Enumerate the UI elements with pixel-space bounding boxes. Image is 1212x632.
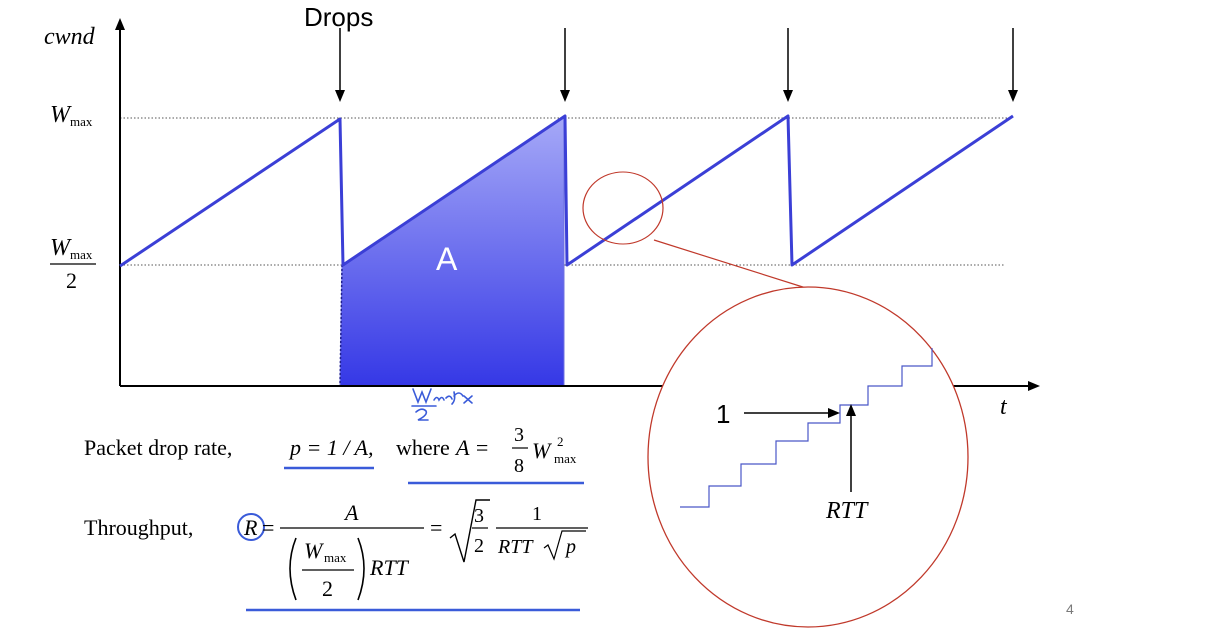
throughput-w-sub: max (324, 550, 347, 565)
throughput-two: 2 (322, 576, 333, 601)
throughput-lead: Throughput, (84, 515, 193, 540)
drops-label: Drops (304, 2, 373, 32)
drop-rate-where: where (396, 435, 450, 460)
drop-rate-num: 3 (514, 424, 524, 446)
zoom-connector-line (653, 239, 807, 289)
x-axis-arrowhead (1028, 381, 1040, 391)
drop-rate-sub: max (554, 451, 577, 466)
y-axis-label: cwnd (44, 24, 96, 50)
throughput-right-paren (357, 537, 365, 601)
throughput-r: R (243, 515, 258, 540)
area-label: A (436, 241, 458, 277)
drop-rate-p-eq: p = 1 / A, (288, 435, 374, 460)
page-number: 4 (1066, 601, 1074, 617)
throughput-sqrt-sign (449, 499, 490, 563)
throughput-left-paren (289, 537, 297, 601)
inset-rtt-label: RTT (825, 498, 869, 524)
drop-arrowheads (335, 90, 1018, 102)
handwritten-wmax-half-note (411, 388, 473, 421)
half-wmax-label-base: W (50, 235, 72, 261)
throughput-r-circle (237, 513, 265, 541)
throughput-a: A (343, 500, 359, 525)
throughput-eq: = (262, 515, 274, 540)
drop-rate-w: W (532, 438, 552, 463)
zoom-source-circle (582, 171, 664, 245)
wmax-label-sub: max (70, 114, 93, 129)
throughput-two-b: 2 (474, 535, 484, 557)
half-wmax-label-sub: max (70, 247, 93, 262)
drop-rate-den: 8 (514, 455, 524, 477)
drop-rate-sup: 2 (557, 434, 564, 449)
y-axis-arrowhead (115, 18, 125, 30)
inset-one-label: 1 (716, 399, 730, 429)
throughput-p: p (564, 536, 576, 558)
throughput-three: 3 (474, 505, 484, 527)
inset-one-arrowhead (828, 408, 840, 418)
inset-rtt-arrowhead (846, 404, 856, 416)
drop-rate-lead: Packet drop rate, (84, 435, 232, 460)
half-wmax-label-den: 2 (66, 268, 77, 293)
zoom-inset-circle (647, 286, 969, 628)
throughput-w: W (304, 538, 324, 563)
throughput-sqrt-p-sign (543, 530, 586, 561)
drop-rate-a-eq: A = (454, 435, 489, 460)
throughput-rtt2: RTT (497, 536, 534, 558)
throughput-eq2: = (430, 515, 442, 540)
drop-arrows (339, 28, 1014, 96)
x-axis-label: t (1000, 394, 1008, 420)
throughput-one: 1 (532, 503, 542, 525)
area-a-left-edge (339, 264, 343, 387)
throughput-rtt: RTT (369, 555, 410, 580)
inset-staircase (680, 348, 933, 508)
wmax-label-base: W (50, 102, 72, 128)
cwnd-sawtooth-line (119, 114, 1014, 268)
